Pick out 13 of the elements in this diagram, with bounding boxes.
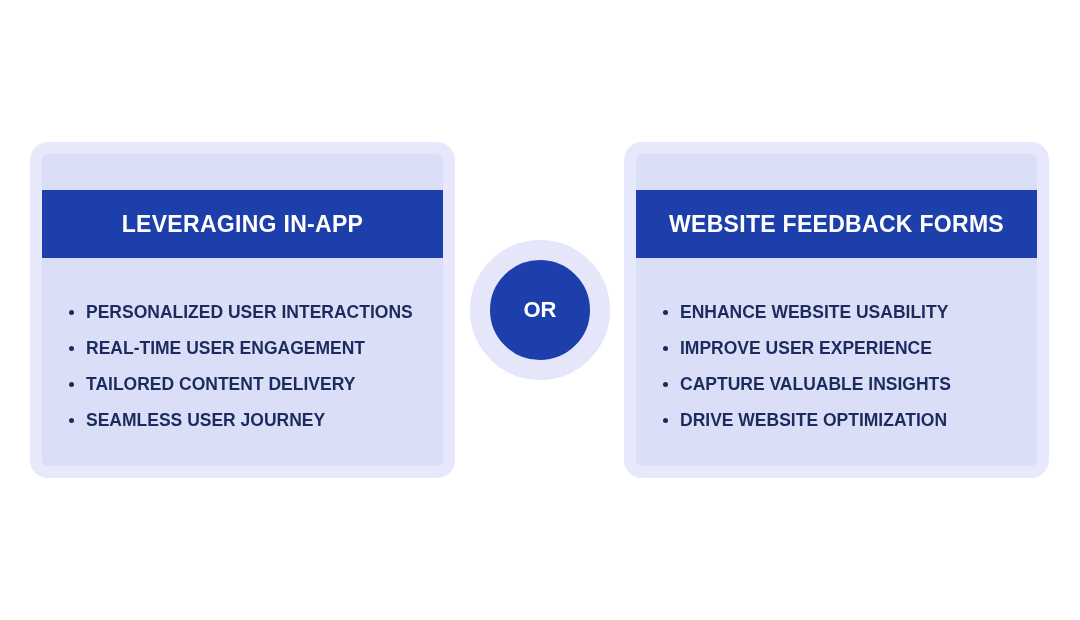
option-card [624,142,1049,478]
card-heading: WEBSITE FEEDBACK FORMS [636,190,1037,258]
bullet-item: IMPROVE USER EXPERIENCE [680,336,951,372]
bullet-item: REAL-TIME USER ENGAGEMENT [86,336,413,372]
or-circle: OR [470,240,610,380]
bullet-item: ENHANCE WEBSITE USABILITY [680,300,951,336]
bullet-item: TAILORED CONTENT DELIVERY [86,372,413,408]
bullet-item: DRIVE WEBSITE OPTIMIZATION [680,408,951,444]
bullet-item: CAPTURE VALUABLE INSIGHTS [680,372,951,408]
option-card [30,142,455,478]
bullet-item: PERSONALIZED USER INTERACTIONS [86,300,413,336]
card-heading: LEVERAGING IN-APP [42,190,443,258]
bullet-item: SEAMLESS USER JOURNEY [86,408,413,444]
